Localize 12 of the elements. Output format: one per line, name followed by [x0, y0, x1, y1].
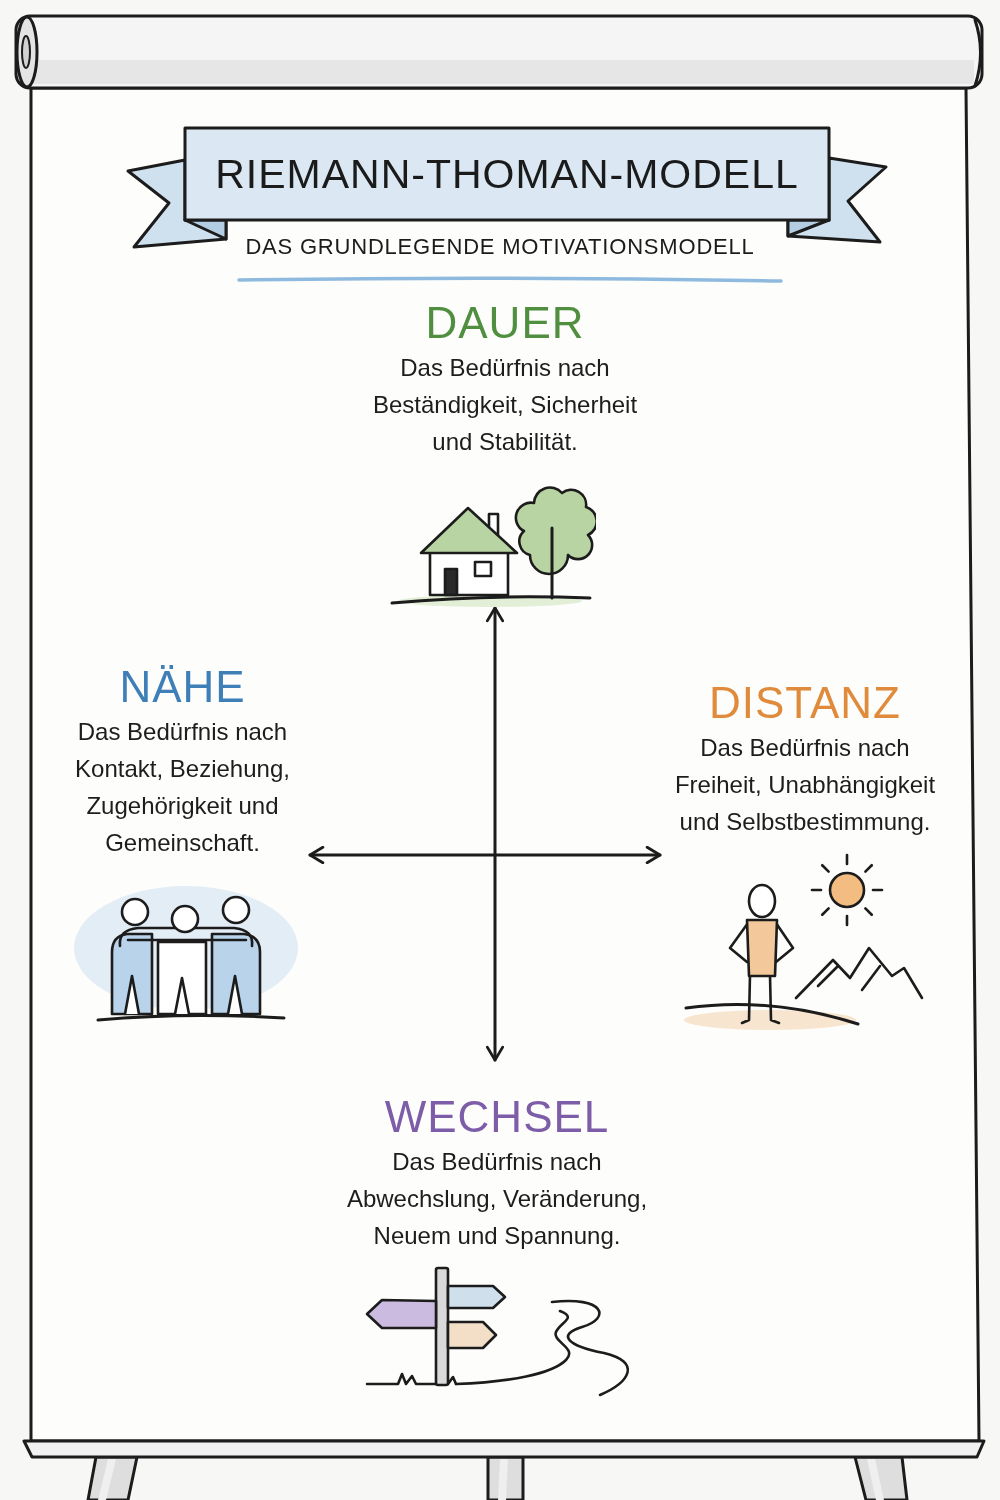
double-headed-arrow: [308, 845, 662, 865]
description-text: Das Bedürfnis nach Kontakt, Beziehung, Zugehörigkeit und Gemeinschaft.: [75, 718, 290, 856]
diagram-title: RIEMANN-THOMAN-MODELL: [215, 150, 799, 198]
category-heading: WECHSEL: [384, 1092, 610, 1141]
description-text: Das Bedürfnis nach Abwechslung, Veränderung, Neuem und Spannung.: [346, 1148, 648, 1249]
category-heading: NÄHE: [119, 662, 246, 711]
category-heading: DAUER: [425, 298, 585, 347]
category-heading: DISTANZ: [709, 678, 901, 727]
description-text: Das Bedürfnis nach Beständigkeit, Sicherheit und Stabilität.: [372, 354, 638, 455]
double-headed-arrow: [485, 606, 505, 1062]
description-text: Das Bedürfnis nach Freiheit, Unabhängigkeit und Selbstbestimmung.: [674, 734, 936, 835]
subtitle: DAS GRUNDLEGENDE MOTIVATIONSMODELL: [245, 234, 755, 259]
